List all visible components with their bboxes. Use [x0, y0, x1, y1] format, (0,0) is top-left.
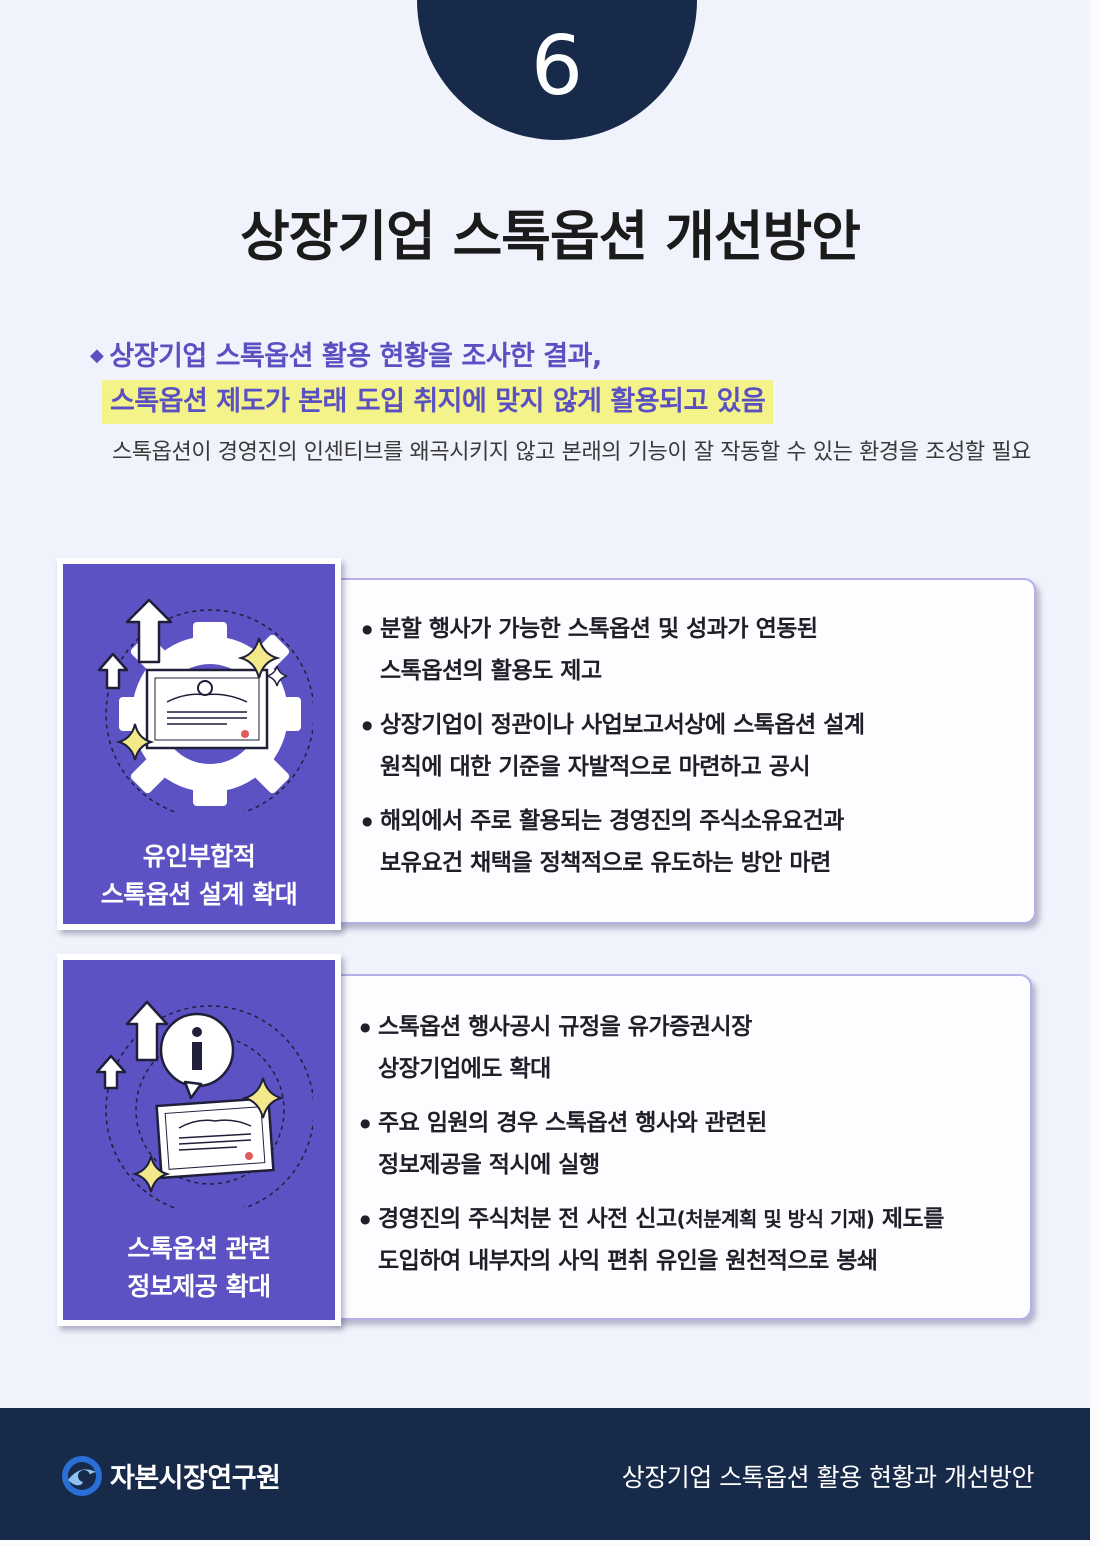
card-2-bullet-list: 스톡옵션 행사공시 규정을 유가증권시장 상장기업에도 확대 주요 임원의 경우… [360, 1006, 1022, 1294]
bullet-line: 정보제공을 적시에 실행 [378, 1152, 600, 1178]
card-1-label-line-1: 유인부합적 [142, 842, 256, 871]
card-2-label-line-1: 스톡옵션 관련 [127, 1234, 271, 1263]
card-2-label: 스톡옵션 관련 정보제공 확대 [63, 1230, 335, 1306]
organization-name: 자본시장연구원 [110, 1463, 281, 1494]
bullet-line: 분할 행사가 가능한 스톡옵션 및 성과가 연동된 [380, 616, 818, 642]
bullet-line: 상장기업에도 확대 [378, 1056, 551, 1082]
page-edge-bottom [0, 1540, 1100, 1546]
card-1-label-line-2: 스톡옵션 설계 확대 [100, 880, 298, 909]
card-2-bullet-3: 경영진의 주식처분 전 사전 신고(처분계획 및 방식 기재) 제도를 도입하여… [360, 1198, 1022, 1282]
bullet-text: 경영진의 주식처분 전 사전 신고 [378, 1206, 677, 1232]
bullet-line: 스톡옵션 행사공시 규정을 유가증권시장 [378, 1014, 752, 1040]
bullet-line: 보유요건 채택을 정책적으로 유도하는 방안 마련 [380, 850, 831, 876]
summary-line-1: ◆상장기업 스톡옵션 활용 현황을 조사한 결과, [90, 334, 602, 373]
bullet-line: 주요 임원의 경우 스톡옵션 행사와 관련된 [378, 1110, 767, 1136]
card-1-bullet-2: 상장기업이 정관이나 사업보고서상에 스톡옵션 설계 원칙에 대한 기준을 자발… [362, 704, 1024, 788]
slide-number: 6 [530, 19, 584, 114]
card-1-bullet-1: 분할 행사가 가능한 스톡옵션 및 성과가 연동된 스톡옵션의 활용도 제고 [362, 608, 1024, 692]
card-2-label-line-2: 정보제공 확대 [127, 1272, 271, 1301]
bullet-line: 스톡옵션의 활용도 제고 [380, 658, 602, 684]
card-1-label: 유인부합적 스톡옵션 설계 확대 [63, 838, 335, 914]
card-1-panel: 유인부합적 스톡옵션 설계 확대 [57, 558, 341, 930]
page-edge-right [1090, 0, 1100, 1546]
summary-line-2-highlight: 스톡옵션 제도가 본래 도입 취지에 맞지 않게 활용되고 있음 [102, 380, 774, 424]
footer: 자본시장연구원 상장기업 스톡옵션 활용 현황과 개선방안 [0, 1408, 1090, 1540]
gear-certificate-icon [97, 598, 313, 812]
card-2-bullet-1: 스톡옵션 행사공시 규정을 유가증권시장 상장기업에도 확대 [360, 1006, 1022, 1090]
bullet-text-small: (처분계획 및 방식 기재) [676, 1207, 875, 1231]
card-2-bullet-2: 주요 임원의 경우 스톡옵션 행사와 관련된 정보제공을 적시에 실행 [360, 1102, 1022, 1186]
card-1-bullet-3: 해외에서 주로 활용되는 경영진의 주식소유요건과 보유요건 채택을 정책적으로… [362, 800, 1024, 884]
bullet-line: 해외에서 주로 활용되는 경영진의 주식소유요건과 [380, 808, 844, 834]
info-certificate-icon [95, 1000, 313, 1208]
diamond-bullet-icon: ◆ [90, 345, 104, 366]
card-1-bullet-list: 분할 행사가 가능한 스톡옵션 및 성과가 연동된 스톡옵션의 활용도 제고 상… [362, 608, 1024, 896]
page-title: 상장기업 스톡옵션 개선방안 [240, 205, 861, 268]
summary-description: 스톡옵션이 경영진의 인센티브를 왜곡시키지 않고 본래의 기능이 잘 작동할 … [112, 440, 1031, 465]
bullet-line: 도입하여 내부자의 사익 편취 유인을 원천적으로 봉쇄 [378, 1248, 878, 1274]
card-2-panel: 스톡옵션 관련 정보제공 확대 [57, 954, 341, 1326]
bullet-line: 상장기업이 정관이나 사업보고서상에 스톡옵션 설계 [380, 712, 865, 738]
bullet-line: 경영진의 주식처분 전 사전 신고(처분계획 및 방식 기재) 제도를 [378, 1198, 1022, 1240]
report-title: 상장기업 스톡옵션 활용 현황과 개선방안 [621, 1463, 1035, 1492]
bullet-line: 원칙에 대한 기준을 자발적으로 마련하고 공시 [380, 754, 811, 780]
summary-line-1-text: 상장기업 스톡옵션 활용 현황을 조사한 결과, [109, 341, 602, 372]
organization-logo-icon [62, 1456, 102, 1496]
bullet-text: 제도를 [874, 1206, 944, 1232]
